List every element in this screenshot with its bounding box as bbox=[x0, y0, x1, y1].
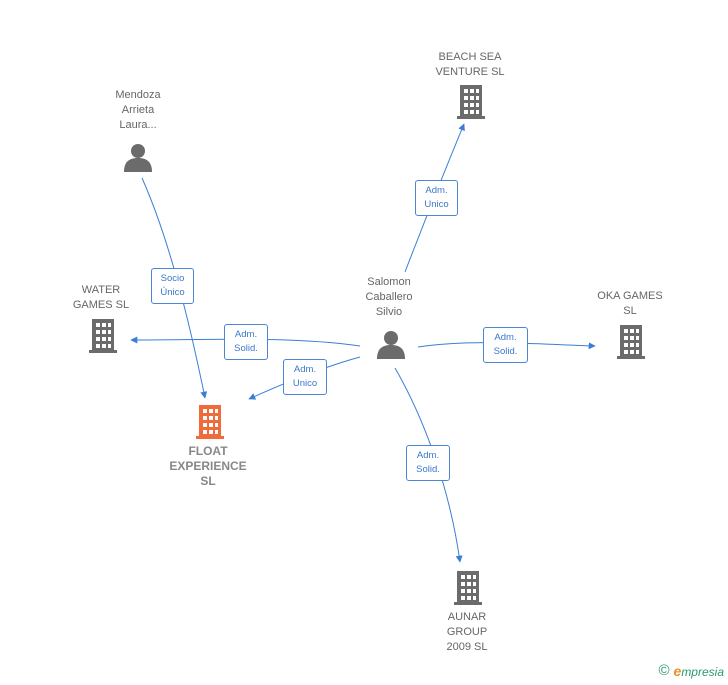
node-label-oka[interactable]: OKA GAMES SL bbox=[597, 290, 663, 317]
edge-label-salomon-water: Adm. Solid. bbox=[224, 324, 268, 360]
brand-name: mpresia bbox=[681, 664, 724, 679]
edge-label-salomon-oka: Adm. Solid. bbox=[483, 327, 528, 363]
copyright-icon: © bbox=[658, 662, 670, 679]
brand-logo[interactable]: empresia bbox=[674, 663, 724, 679]
brand-footer: © empresia bbox=[658, 662, 724, 679]
person-icon[interactable] bbox=[124, 144, 152, 172]
node-label-focus[interactable]: FLOAT EXPERIENCE SL bbox=[169, 444, 247, 488]
node-label-salomon[interactable]: Salomon Caballero Silvio bbox=[365, 276, 413, 318]
brand-initial: e bbox=[673, 662, 682, 679]
building-windows bbox=[96, 89, 639, 600]
node-label-water[interactable]: WATER GAMES SL bbox=[72, 284, 130, 311]
edge-label-mendoza-focus: Socio Único bbox=[151, 268, 194, 304]
edge-label-salomon-aunar: Adm. Solid. bbox=[406, 445, 450, 481]
node-label-aunar[interactable]: AUNAR GROUP 2009 SL bbox=[446, 611, 488, 653]
node-label-mendoza[interactable]: Mendoza Arrieta Laura... bbox=[115, 89, 161, 131]
node-label-beach[interactable]: BEACH SEA VENTURE SL bbox=[435, 51, 505, 78]
edge-label-salomon-beach: Adm. Unico bbox=[415, 180, 458, 216]
edge-label-salomon-focus: Adm. Unico bbox=[283, 359, 327, 395]
person-icon[interactable] bbox=[377, 331, 405, 359]
